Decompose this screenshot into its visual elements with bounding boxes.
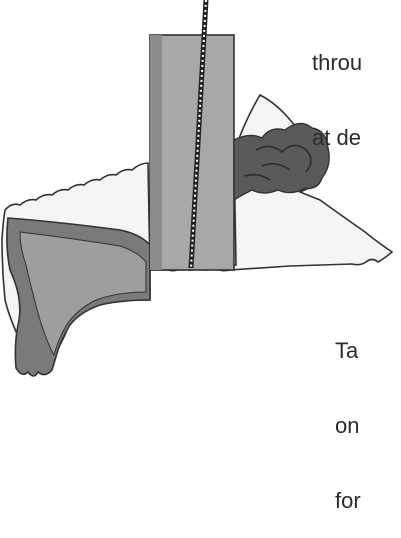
mounting-post-shade — [150, 35, 162, 270]
caption-bottom-line-2: on — [335, 413, 361, 438]
caption-bottom-line-3: for — [335, 488, 361, 513]
caption-top-line-1: throu — [312, 50, 362, 75]
caption-top: throu at de — [312, 0, 362, 175]
caption-bottom: Ta on for — [335, 288, 361, 538]
caption-top-line-2: at de — [312, 125, 362, 150]
caption-bottom-line-1: Ta — [335, 338, 361, 363]
